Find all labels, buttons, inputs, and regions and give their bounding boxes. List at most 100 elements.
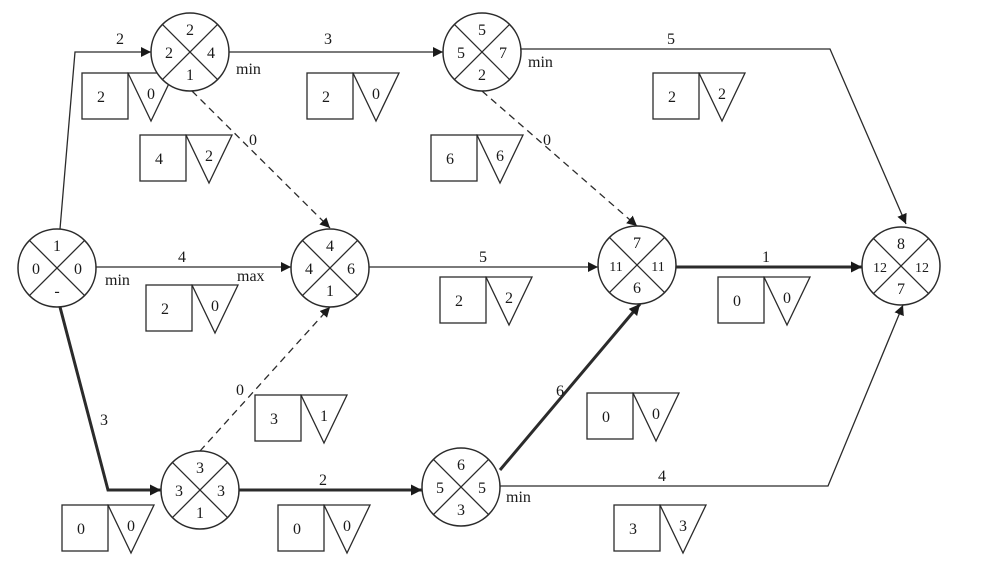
node-top-value: 6 [457, 457, 465, 474]
node-left-value: 2 [165, 45, 173, 62]
node-tag-label: min [506, 489, 531, 506]
total-float-square [439, 276, 487, 324]
free-float-value: 0 [211, 298, 219, 315]
node-left-value: 4 [305, 261, 313, 278]
duration-label: 5 [667, 31, 675, 48]
edge-n6-n7: 6 [498, 303, 642, 471]
node-left-value: 5 [436, 480, 444, 497]
free-float-triangle [658, 504, 708, 555]
edge-n1-n5: 3 [58, 306, 161, 496]
duration-label: 0 [249, 132, 257, 149]
dummy-arrow [191, 90, 331, 229]
free-float-triangle [631, 392, 681, 443]
total-float-value: 2 [322, 89, 330, 106]
node-bottom-value: 7 [897, 281, 905, 298]
duration-label: 1 [762, 249, 770, 266]
critical-arrow [58, 306, 161, 496]
activity-arrow [59, 47, 151, 230]
node-right-value: 7 [499, 45, 507, 62]
node-top-value: 1 [53, 238, 61, 255]
total-float-value: 6 [446, 151, 454, 168]
free-float-value: 0 [343, 518, 351, 535]
total-float-square [430, 134, 478, 182]
total-float-value: 2 [97, 89, 105, 106]
node-divider [453, 23, 511, 81]
node-right-value: 5 [478, 480, 486, 497]
node-n6: 65 53 [421, 447, 501, 527]
free-float-value: 2 [718, 86, 726, 103]
free-float-triangle [762, 276, 812, 327]
duration-label: 4 [658, 468, 666, 485]
activity-arrow [521, 48, 907, 225]
edge-n1-n4: 4 [96, 249, 291, 272]
duration-label: 6 [556, 383, 564, 400]
free-float-triangle [475, 134, 525, 185]
node-tag-label: max [237, 268, 265, 285]
node-left-value: 12 [873, 261, 887, 276]
node-top-value: 7 [633, 235, 641, 252]
node-left-value: 11 [609, 260, 622, 275]
free-float-value: 1 [320, 408, 328, 425]
free-float-value: 0 [127, 518, 135, 535]
node-divider [28, 239, 86, 297]
node-right-value: 6 [347, 261, 355, 278]
node-tag-label: min [528, 54, 553, 71]
total-float-square [586, 392, 634, 440]
duration-label: 2 [116, 31, 124, 48]
total-float-value: 2 [668, 89, 676, 106]
node-top-value: 2 [186, 22, 194, 39]
total-float-square [81, 72, 129, 120]
node-bottom-value: 1 [196, 505, 204, 522]
node-bottom-value: 6 [633, 280, 641, 297]
node-tag-label: min [105, 272, 130, 289]
node-bottom-value: 2 [478, 67, 486, 84]
free-float-triangle [351, 72, 401, 123]
edge-n3-n8: 5 [521, 31, 907, 225]
total-float-value: 0 [733, 293, 741, 310]
edge-n2-n4: 0 [191, 90, 331, 229]
free-float-triangle [299, 394, 349, 445]
free-float-value: 3 [679, 518, 687, 535]
edge-n1-n2: 2 [59, 31, 151, 230]
total-float-square [139, 134, 187, 182]
node-top-value: 4 [326, 238, 334, 255]
node-right-value: 3 [217, 483, 225, 500]
critical-arrow [498, 303, 642, 471]
duration-label: 3 [324, 31, 332, 48]
node-bottom-value: 1 [326, 283, 334, 300]
total-float-square [61, 504, 109, 552]
free-float-triangle [106, 504, 156, 555]
node-bottom-value: - [54, 283, 59, 300]
node-right-value: 4 [207, 45, 215, 62]
free-float-triangle [484, 276, 534, 327]
edge-n2-n3: 3 [229, 31, 443, 57]
node-bottom-value: 3 [457, 502, 465, 519]
node-left-value: 0 [32, 261, 40, 278]
edge-n3-n7: 0 [481, 90, 638, 227]
total-float-value: 3 [270, 411, 278, 428]
total-float-square [145, 284, 193, 332]
node-left-value: 3 [175, 483, 183, 500]
node-top-value: 5 [478, 22, 486, 39]
node-left-value: 5 [457, 45, 465, 62]
free-float-triangle [322, 504, 372, 555]
free-float-value: 6 [496, 148, 504, 165]
free-float-triangle [184, 134, 234, 185]
node-divider [171, 461, 229, 519]
node-right-value: 11 [651, 260, 664, 275]
duration-label: 0 [543, 132, 551, 149]
node-right-value: 12 [915, 261, 929, 276]
